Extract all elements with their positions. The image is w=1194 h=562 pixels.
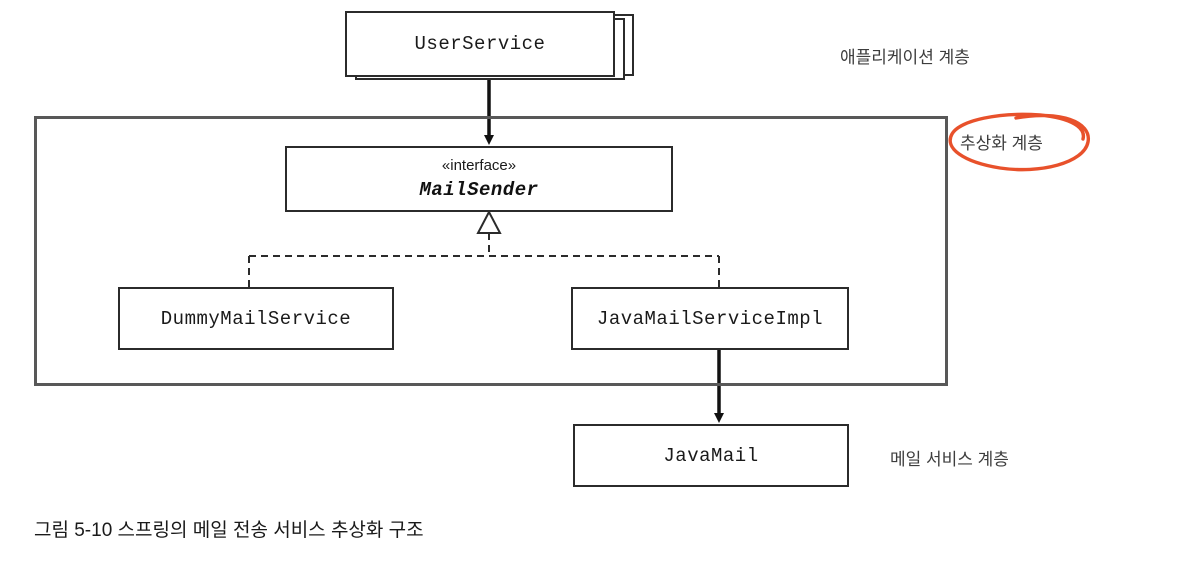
- node-userservice-label: UserService: [414, 33, 546, 55]
- node-dummymailservice-label: DummyMailService: [160, 307, 352, 330]
- annotation-circle: [948, 112, 1090, 172]
- node-mailsender-label: MailSender: [419, 179, 539, 201]
- layer-label-abstraction: 추상화 계층: [960, 134, 1043, 153]
- abstraction-layer-box: [34, 116, 948, 386]
- node-mailsender[interactable]: «interface» MailSender: [285, 146, 673, 212]
- node-mailsender-stereotype: «interface»: [441, 157, 517, 174]
- layer-label-mail-service: 메일 서비스 계층: [890, 450, 1009, 469]
- node-dummymailservice[interactable]: DummyMailService: [118, 287, 394, 350]
- node-javamailserviceimpl[interactable]: JavaMailServiceImpl: [571, 287, 849, 350]
- node-userservice[interactable]: UserService: [345, 11, 615, 77]
- figure-caption: 그림 5-10 스프링의 메일 전송 서비스 추상화 구조: [34, 520, 424, 541]
- node-javamail-label: JavaMail: [663, 444, 759, 467]
- node-javamailserviceimpl-label: JavaMailServiceImpl: [596, 307, 824, 330]
- layer-label-application: 애플리케이션 계층: [840, 48, 970, 67]
- node-javamail[interactable]: JavaMail: [573, 424, 849, 487]
